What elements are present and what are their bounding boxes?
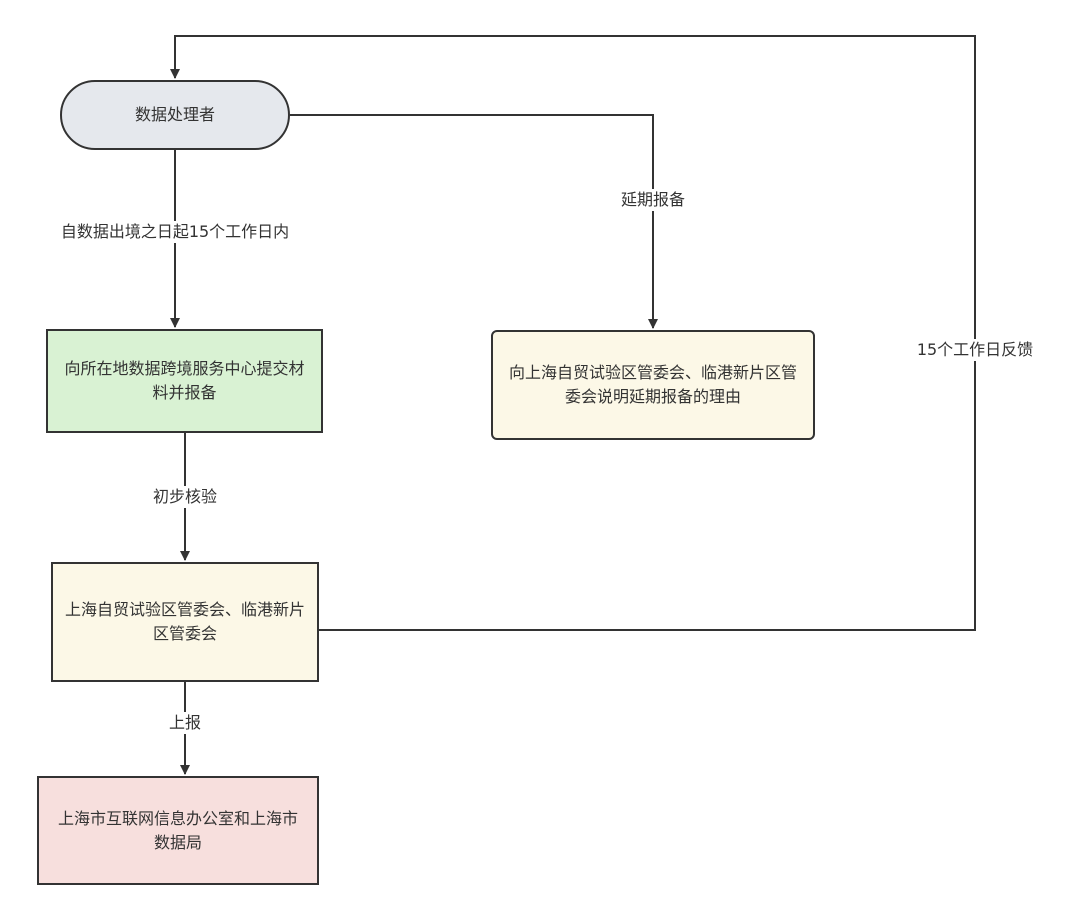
node-management-committee-label: 上海自贸试验区管委会、临港新片区管委会 — [65, 600, 306, 643]
node-explain-delay-label: 向上海自贸试验区管委会、临港新片区管委会说明延期报备的理由 — [508, 363, 797, 406]
node-data-processor-label: 数据处理者 — [134, 105, 215, 124]
node-shanghai-bureau-label: 上海市互联网信息办公室和上海市数据局 — [57, 808, 298, 852]
edge-label-15-days-after-export: 自数据出境之日起15个工作日内 — [57, 221, 293, 243]
edge-label-15-day-feedback: 15个工作日反馈 — [913, 339, 1037, 361]
edge-start-to-delay — [290, 114, 658, 329]
edge-label-report-up: 上报 — [165, 712, 205, 734]
edge-committee-to-start — [170, 35, 976, 631]
node-shanghai-bureau: 上海市互联网信息办公室和上海市数据局 — [37, 776, 319, 885]
node-explain-delay: 向上海自贸试验区管委会、临港新片区管委会说明延期报备的理由 — [491, 330, 815, 440]
edge-label-delay-report: 延期报备 — [617, 189, 689, 211]
node-submit-materials-label: 向所在地数据跨境服务中心提交材料并报备 — [64, 359, 305, 402]
node-submit-materials: 向所在地数据跨境服务中心提交材料并报备 — [46, 329, 323, 433]
node-data-processor: 数据处理者 — [60, 80, 290, 150]
node-management-committee: 上海自贸试验区管委会、临港新片区管委会 — [51, 562, 319, 682]
edge-label-initial-check: 初步核验 — [149, 486, 221, 508]
